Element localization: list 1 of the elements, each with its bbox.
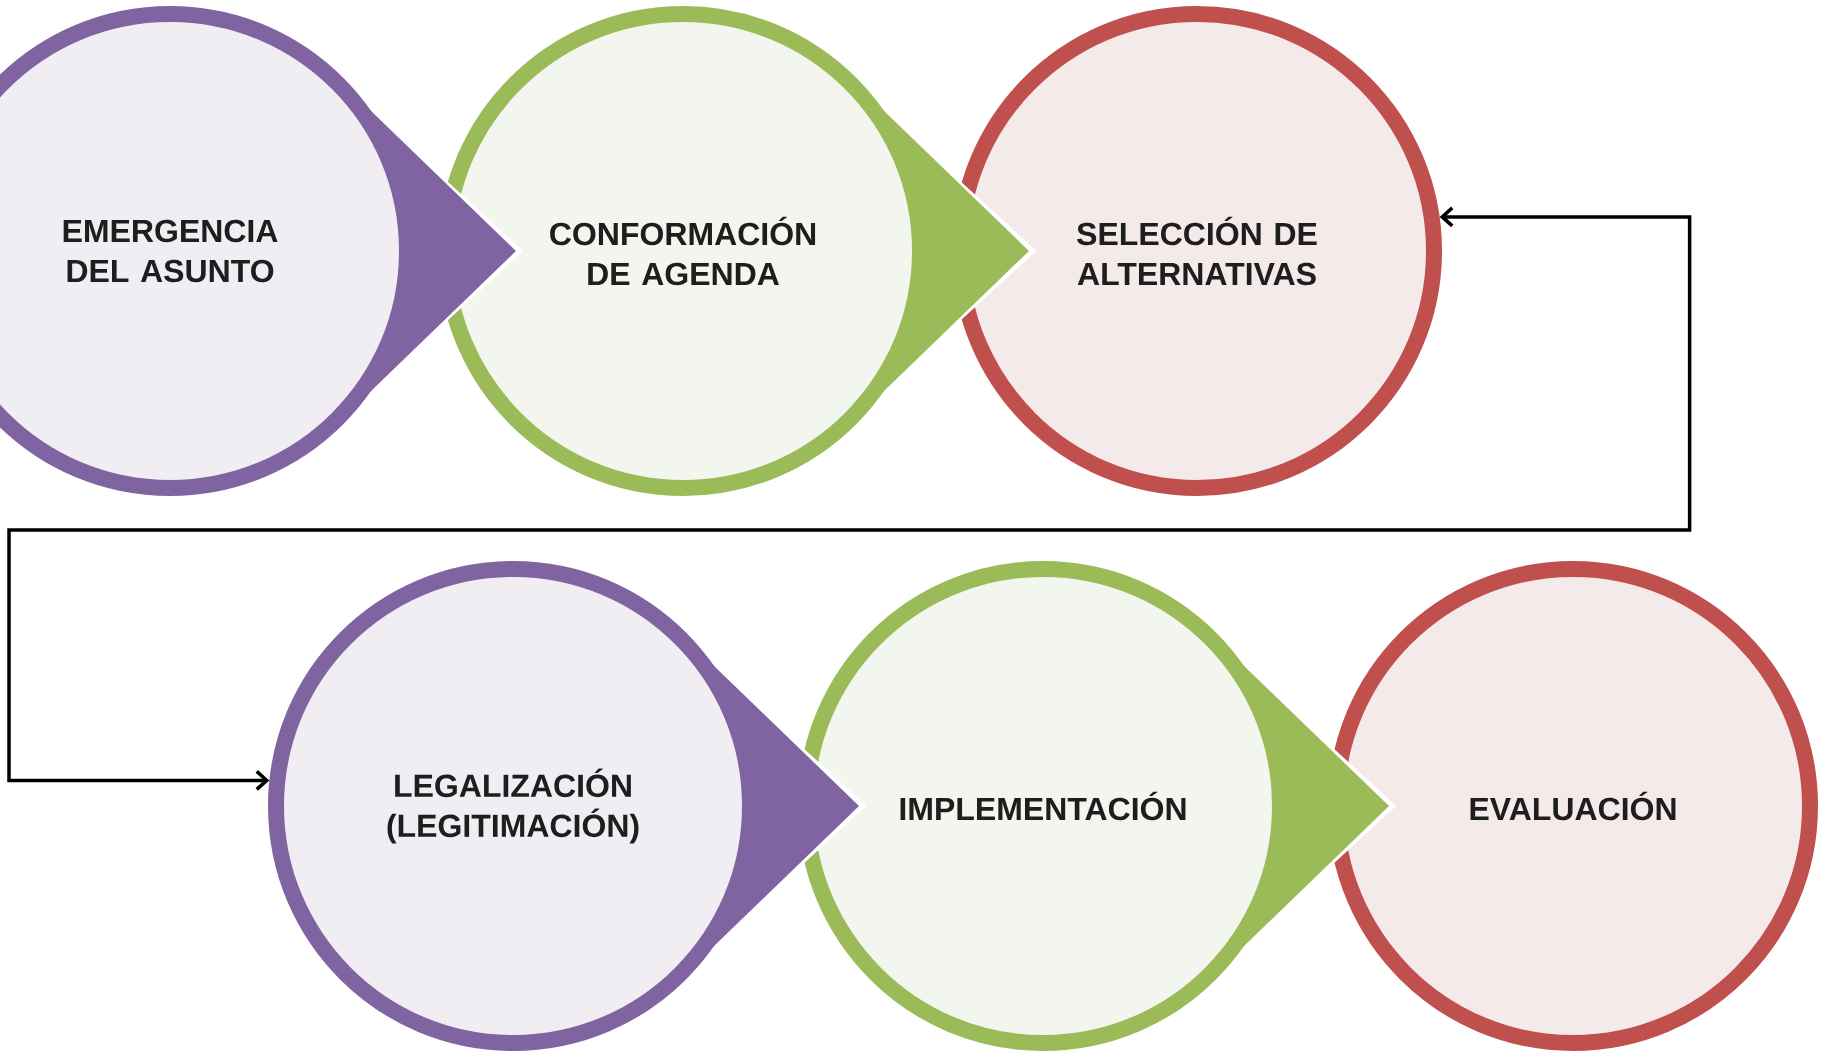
arrow [7,206,1692,791]
